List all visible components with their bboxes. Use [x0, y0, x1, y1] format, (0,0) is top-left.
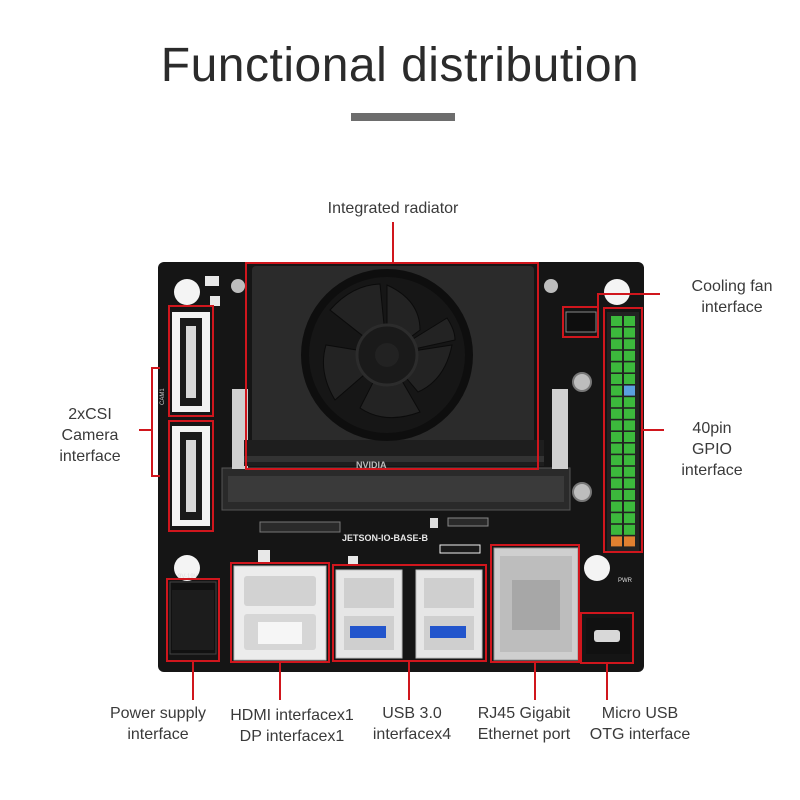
label-rj45-line-2: Ethernet port: [477, 726, 571, 743]
label-hdmi-line-2: DP interfacex1: [239, 728, 345, 745]
gpio-pins: [611, 316, 635, 547]
gpio-pin: [624, 420, 635, 431]
gpio-pin: [611, 408, 622, 419]
mount-hole: [174, 279, 200, 305]
gpio-pin: [611, 350, 622, 361]
highlight-csi-1: [168, 305, 214, 417]
gpio-pin: [624, 490, 635, 500]
label-fan-line-2: interface: [701, 299, 763, 316]
gpio-pin: [611, 455, 622, 466]
label-radiator: Integrated radiator: [288, 198, 498, 219]
gpio-pin: [611, 513, 622, 524]
mount-hole: [584, 555, 610, 581]
gpio-pin: [611, 443, 622, 454]
gpio-pin: [624, 385, 635, 396]
gpio-pin: [624, 466, 635, 477]
gpio-pin: [624, 350, 635, 361]
gpio-pin: [611, 362, 622, 373]
gpio-pin: [624, 408, 635, 419]
cam-marking: CAM1: [160, 388, 166, 405]
label-usb: USB 3.0 interfacex4: [360, 703, 464, 745]
label-csi: 2xCSI Camera interface: [40, 404, 140, 467]
label-usb-line-1: USB 3.0: [382, 705, 442, 722]
label-csi-line-3: interface: [59, 448, 121, 465]
label-gpio-line-1: 40pin: [692, 420, 732, 437]
label-fan-line-1: Cooling fan: [691, 278, 773, 295]
gpio-pin: [611, 524, 622, 535]
gpio-pin: [624, 397, 635, 408]
label-usb-line-2: interfacex4: [372, 726, 452, 743]
label-radiator-text: Integrated radiator: [327, 200, 459, 217]
label-rj45: RJ45 Gigabit Ethernet port: [464, 703, 584, 745]
label-csi-line-1: 2xCSI: [68, 406, 112, 423]
label-micro-usb-line-1: Micro USB: [601, 705, 679, 722]
gpio-pin: [611, 420, 622, 431]
gpio-pin: [624, 524, 635, 535]
label-micro-usb-line-2: OTG interface: [589, 726, 691, 743]
label-power-line-2: interface: [127, 726, 189, 743]
mount-hole: [604, 279, 630, 305]
label-power: Power supply interface: [90, 703, 226, 745]
gpio-pin: [624, 501, 635, 512]
board-name: JETSON-IO-BASE-B: [342, 533, 429, 543]
gpio-pin: [611, 374, 622, 384]
gpio-pin: [624, 327, 635, 338]
gpio-pin: [624, 478, 635, 489]
gpio-pin: [611, 385, 622, 396]
label-gpio-line-2: GPIO: [691, 441, 732, 458]
highlight-fan-header: [562, 306, 599, 338]
gpio-pin: [624, 374, 635, 384]
pwr-marking: PWR: [618, 578, 633, 584]
module-brand: NVIDIA: [356, 460, 387, 470]
gpio-pin: [624, 513, 635, 524]
gpio-pin: [611, 397, 622, 408]
gpio-pin: [624, 339, 635, 350]
gpio-pin: [624, 362, 635, 373]
gpio-pin: [611, 466, 622, 477]
title-underline: [351, 113, 455, 121]
label-gpio-line-3: interface: [681, 462, 743, 479]
gpio-pin: [611, 339, 622, 350]
gpio-pin: [611, 316, 622, 326]
gpio-pin: [611, 327, 622, 338]
label-hdmi: HDMI interfacex1 DP interfacex1: [218, 705, 366, 747]
gpio-pin: [611, 432, 622, 442]
label-micro-usb: Micro USB OTG interface: [580, 703, 700, 745]
gpio-pin: [624, 443, 635, 454]
mount-hole: [174, 555, 200, 581]
gpio-pin: [624, 455, 635, 466]
gpio-pin: [611, 536, 622, 547]
page-title: Functional distribution: [160, 39, 640, 92]
label-gpio: 40pin GPIO interface: [664, 418, 760, 481]
gpio-pin: [624, 536, 635, 547]
label-power-line-1: Power supply: [109, 705, 207, 722]
highlight-csi-2: [168, 420, 214, 532]
gpio-pin: [611, 490, 622, 500]
label-csi-line-2: Camera: [61, 427, 119, 444]
gpio-pin: [624, 316, 635, 326]
label-fan: Cooling fan interface: [662, 276, 800, 318]
label-rj45-line-1: RJ45 Gigabit: [477, 705, 571, 722]
fan-header: [565, 311, 597, 333]
gpio-pin: [624, 432, 635, 442]
gpio-pin: [611, 478, 622, 489]
label-hdmi-line-1: HDMI interfacex1: [230, 707, 354, 724]
power-marking: 9V-19V: [178, 574, 198, 580]
gpio-pin: [611, 501, 622, 512]
